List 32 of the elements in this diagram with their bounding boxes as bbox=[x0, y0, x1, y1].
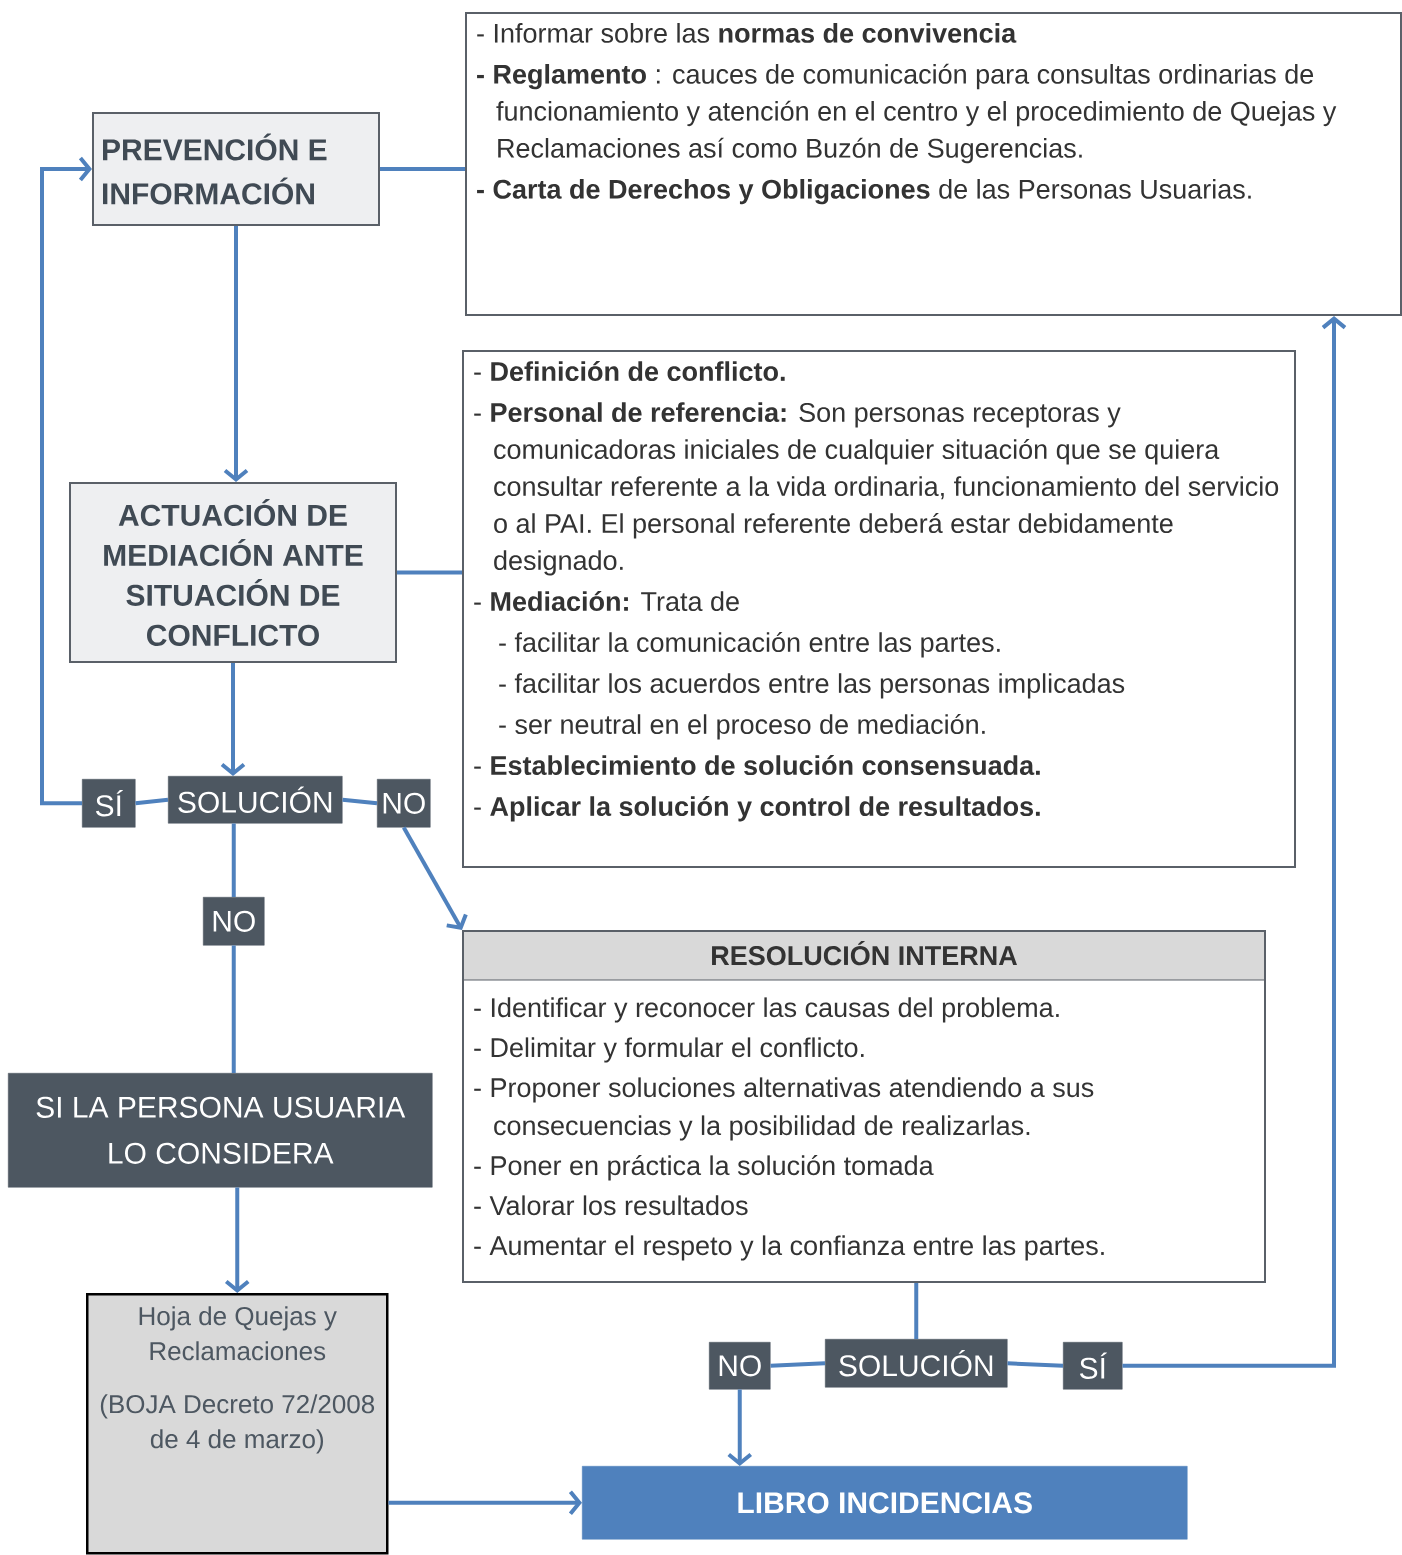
label-tag: SOLUCIÓN bbox=[825, 1339, 1008, 1388]
label-tag: SOLUCIÓN bbox=[168, 776, 343, 824]
text-box: - Definición de conflicto. - Personal de referencia: Son personas receptoras y comunicadoras iniciales de cualquier situación que se quiera consultar referente a la vida ordinaria, funcionamiento del servicio o al PAI. El personal referente deberá estar debidamente designado. - Mediación: Trata de - facilitar la comunicación entre las partes. - facilitar los acuerdos entre las personas implicadas - ser neutral en el proceso de mediación. - Establecimiento de solución consensuada. - Aplicar la solución y control de resultados. bbox=[462, 350, 1296, 868]
connector-line bbox=[342, 797, 378, 806]
arrow bbox=[388, 1490, 582, 1516]
arrow bbox=[225, 1187, 250, 1293]
text-box: - Informar sobre las normas de convivencia - Reglamento : cauces de comunicación para consultas ordinarias de funcionamiento y atención en el centro y el procedimiento de Quejas y Reclamaciones así como Buzón de Sugerencias. - Carta de Derechos y Obligaciones de las Personas Usuarias. bbox=[465, 12, 1402, 316]
arrow bbox=[727, 1389, 752, 1466]
process-box: PREVENCIÓN E INFORMACIÓN bbox=[92, 112, 380, 226]
arrow bbox=[223, 226, 249, 482]
connector-line bbox=[397, 570, 462, 575]
process-box: LIBRO INCIDENCIAS bbox=[582, 1466, 1188, 1540]
label-tag: SÍ bbox=[82, 779, 136, 828]
label-tag: NO bbox=[377, 779, 431, 828]
arrow bbox=[1122, 316, 1347, 1368]
connector-line bbox=[135, 797, 169, 806]
label-tag: NO bbox=[709, 1342, 771, 1390]
label-tag: SÍ bbox=[1063, 1342, 1123, 1390]
connector-line bbox=[231, 945, 236, 1073]
label-tag: NO bbox=[203, 897, 265, 946]
connector-line bbox=[231, 823, 236, 897]
connector-line bbox=[380, 167, 465, 171]
arrow bbox=[220, 663, 246, 776]
process-panel: RESOLUCIÓN INTERNA - Identificar y reconocer las causas del problema. - Delimitar y formular el conflicto. - Proponer soluciones alternativas atendiendo a sus consecuencias y la posibilidad de realizarlas. - Poner en práctica la solución tomada - Valorar los resultados - Aumentar el respeto y la confianza entre las partes. bbox=[462, 930, 1266, 1283]
document-box: Hoja de Quejas y Reclamaciones (BOJA Decreto 72/2008 de 4 de marzo) bbox=[86, 1293, 389, 1555]
connector-line bbox=[914, 1283, 919, 1339]
connector-line bbox=[1007, 1361, 1064, 1368]
process-box: ACTUACIÓN DE MEDIACIÓN ANTE SITUACIÓN DE CONFLICTO bbox=[69, 482, 397, 663]
connector-line bbox=[770, 1361, 826, 1368]
arrow bbox=[402, 826, 468, 930]
arrow bbox=[40, 156, 92, 806]
condition-box: SI LA PERSONA USUARIA LO CONSIDERA bbox=[8, 1073, 433, 1188]
